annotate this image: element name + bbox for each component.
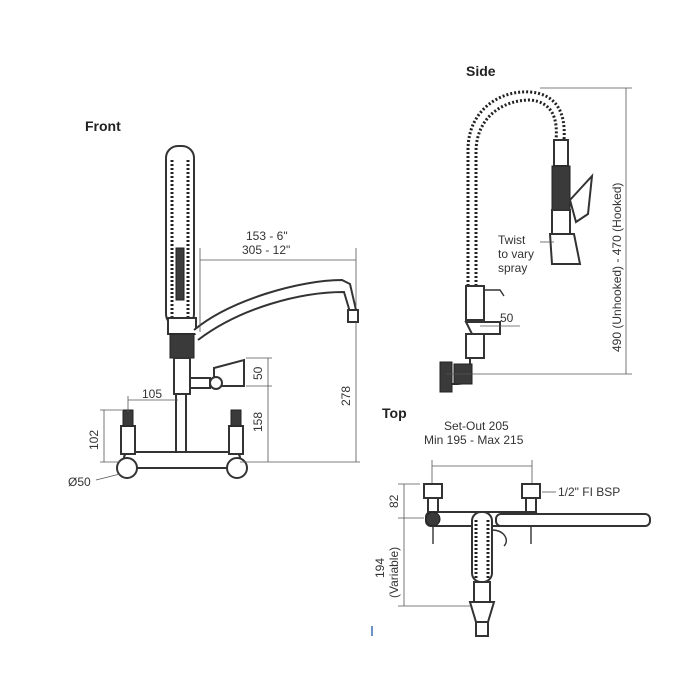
- front-h158-label: 158: [251, 412, 265, 432]
- side-view: Side Twist to vary spray 50 490 (Unhooke…: [439, 63, 632, 393]
- front-right-flange: [226, 457, 248, 479]
- top-d82-label: 82: [387, 494, 401, 508]
- side-spray-body: [551, 209, 571, 235]
- top-swing-spout: [495, 513, 651, 527]
- front-reach-b-label: 305 - 12": [242, 243, 290, 257]
- side-spray-trigger: [568, 173, 594, 224]
- front-view: Front 153 - 6" 305 - 12": [68, 118, 360, 489]
- top-left-stop-handle: [423, 483, 443, 499]
- front-lever-pivot: [209, 376, 223, 390]
- front-left-flange: [116, 457, 138, 479]
- front-valve-body: [169, 333, 195, 359]
- top-spray-nozzle: [475, 621, 489, 637]
- front-swing-spout: [193, 278, 358, 341]
- side-twist-line1: Twist: [498, 233, 526, 247]
- front-left-inlet: [120, 425, 136, 455]
- top-d194-label: 194: [373, 558, 387, 578]
- side-twist-line2: to vary: [498, 247, 534, 261]
- top-view: Top Set-Out 205 Min 195 - Max 215 1/2" F…: [371, 405, 651, 637]
- side-hook-body: [465, 285, 485, 321]
- top-hose-fitting: [473, 581, 491, 603]
- front-collar: [167, 317, 197, 335]
- front-down-pipe: [175, 393, 187, 453]
- front-left-stop-handle: [122, 409, 134, 427]
- top-left-stem: [427, 497, 439, 513]
- front-dia-leader: [95, 473, 121, 481]
- top-hose-housing: [471, 511, 493, 583]
- side-bracket: [464, 321, 501, 335]
- front-reach-a-label: 153 - 6": [246, 229, 288, 243]
- side-spray-grip: [551, 165, 571, 211]
- front-spray-handle: [175, 247, 185, 301]
- front-right-inlet: [228, 425, 244, 455]
- side-view-title: Side: [466, 63, 496, 79]
- front-right-stop-handle: [230, 409, 242, 427]
- side-height-label: 490 (Unhooked) - 470 (Hooked): [610, 183, 624, 352]
- front-wall-bar: [123, 451, 241, 469]
- front-spout-nozzle: [347, 309, 359, 323]
- front-hose-coil: [170, 160, 190, 320]
- front-h102-label: 102: [87, 430, 101, 450]
- top-hose-coil: [474, 520, 490, 580]
- top-setout-line1: Set-Out 205: [444, 419, 509, 433]
- front-lever-stem: [189, 377, 211, 389]
- side-lower-body: [465, 333, 485, 359]
- top-right-stop-handle: [521, 483, 541, 499]
- top-view-title: Top: [382, 405, 407, 421]
- front-h50-label: 50: [251, 366, 265, 380]
- front-body: [173, 357, 191, 395]
- top-lever: [491, 529, 508, 547]
- top-spray-head: [468, 601, 496, 623]
- side-hose-coil: [466, 90, 566, 290]
- top-variable-label: (Variable): [387, 547, 401, 598]
- side-hose-fitting: [553, 139, 569, 167]
- top-setout-line2: Min 195 - Max 215: [424, 433, 524, 447]
- front-view-title: Front: [85, 118, 121, 134]
- top-left-flange: [425, 511, 441, 527]
- side-hose-coil-inner: [474, 98, 558, 290]
- side-w50-label: 50: [500, 311, 514, 325]
- front-h278-label: 278: [339, 386, 353, 406]
- side-hook-arm: [484, 289, 505, 297]
- side-wall-flange: [439, 361, 453, 393]
- top-right-stem: [525, 497, 537, 513]
- side-twist-line3: spray: [498, 261, 527, 275]
- front-w105-label: 105: [142, 387, 162, 401]
- front-dia-label: Ø50: [68, 475, 91, 489]
- top-thread-label: 1/2" FI BSP: [558, 485, 620, 499]
- side-spray-nozzle: [548, 233, 582, 265]
